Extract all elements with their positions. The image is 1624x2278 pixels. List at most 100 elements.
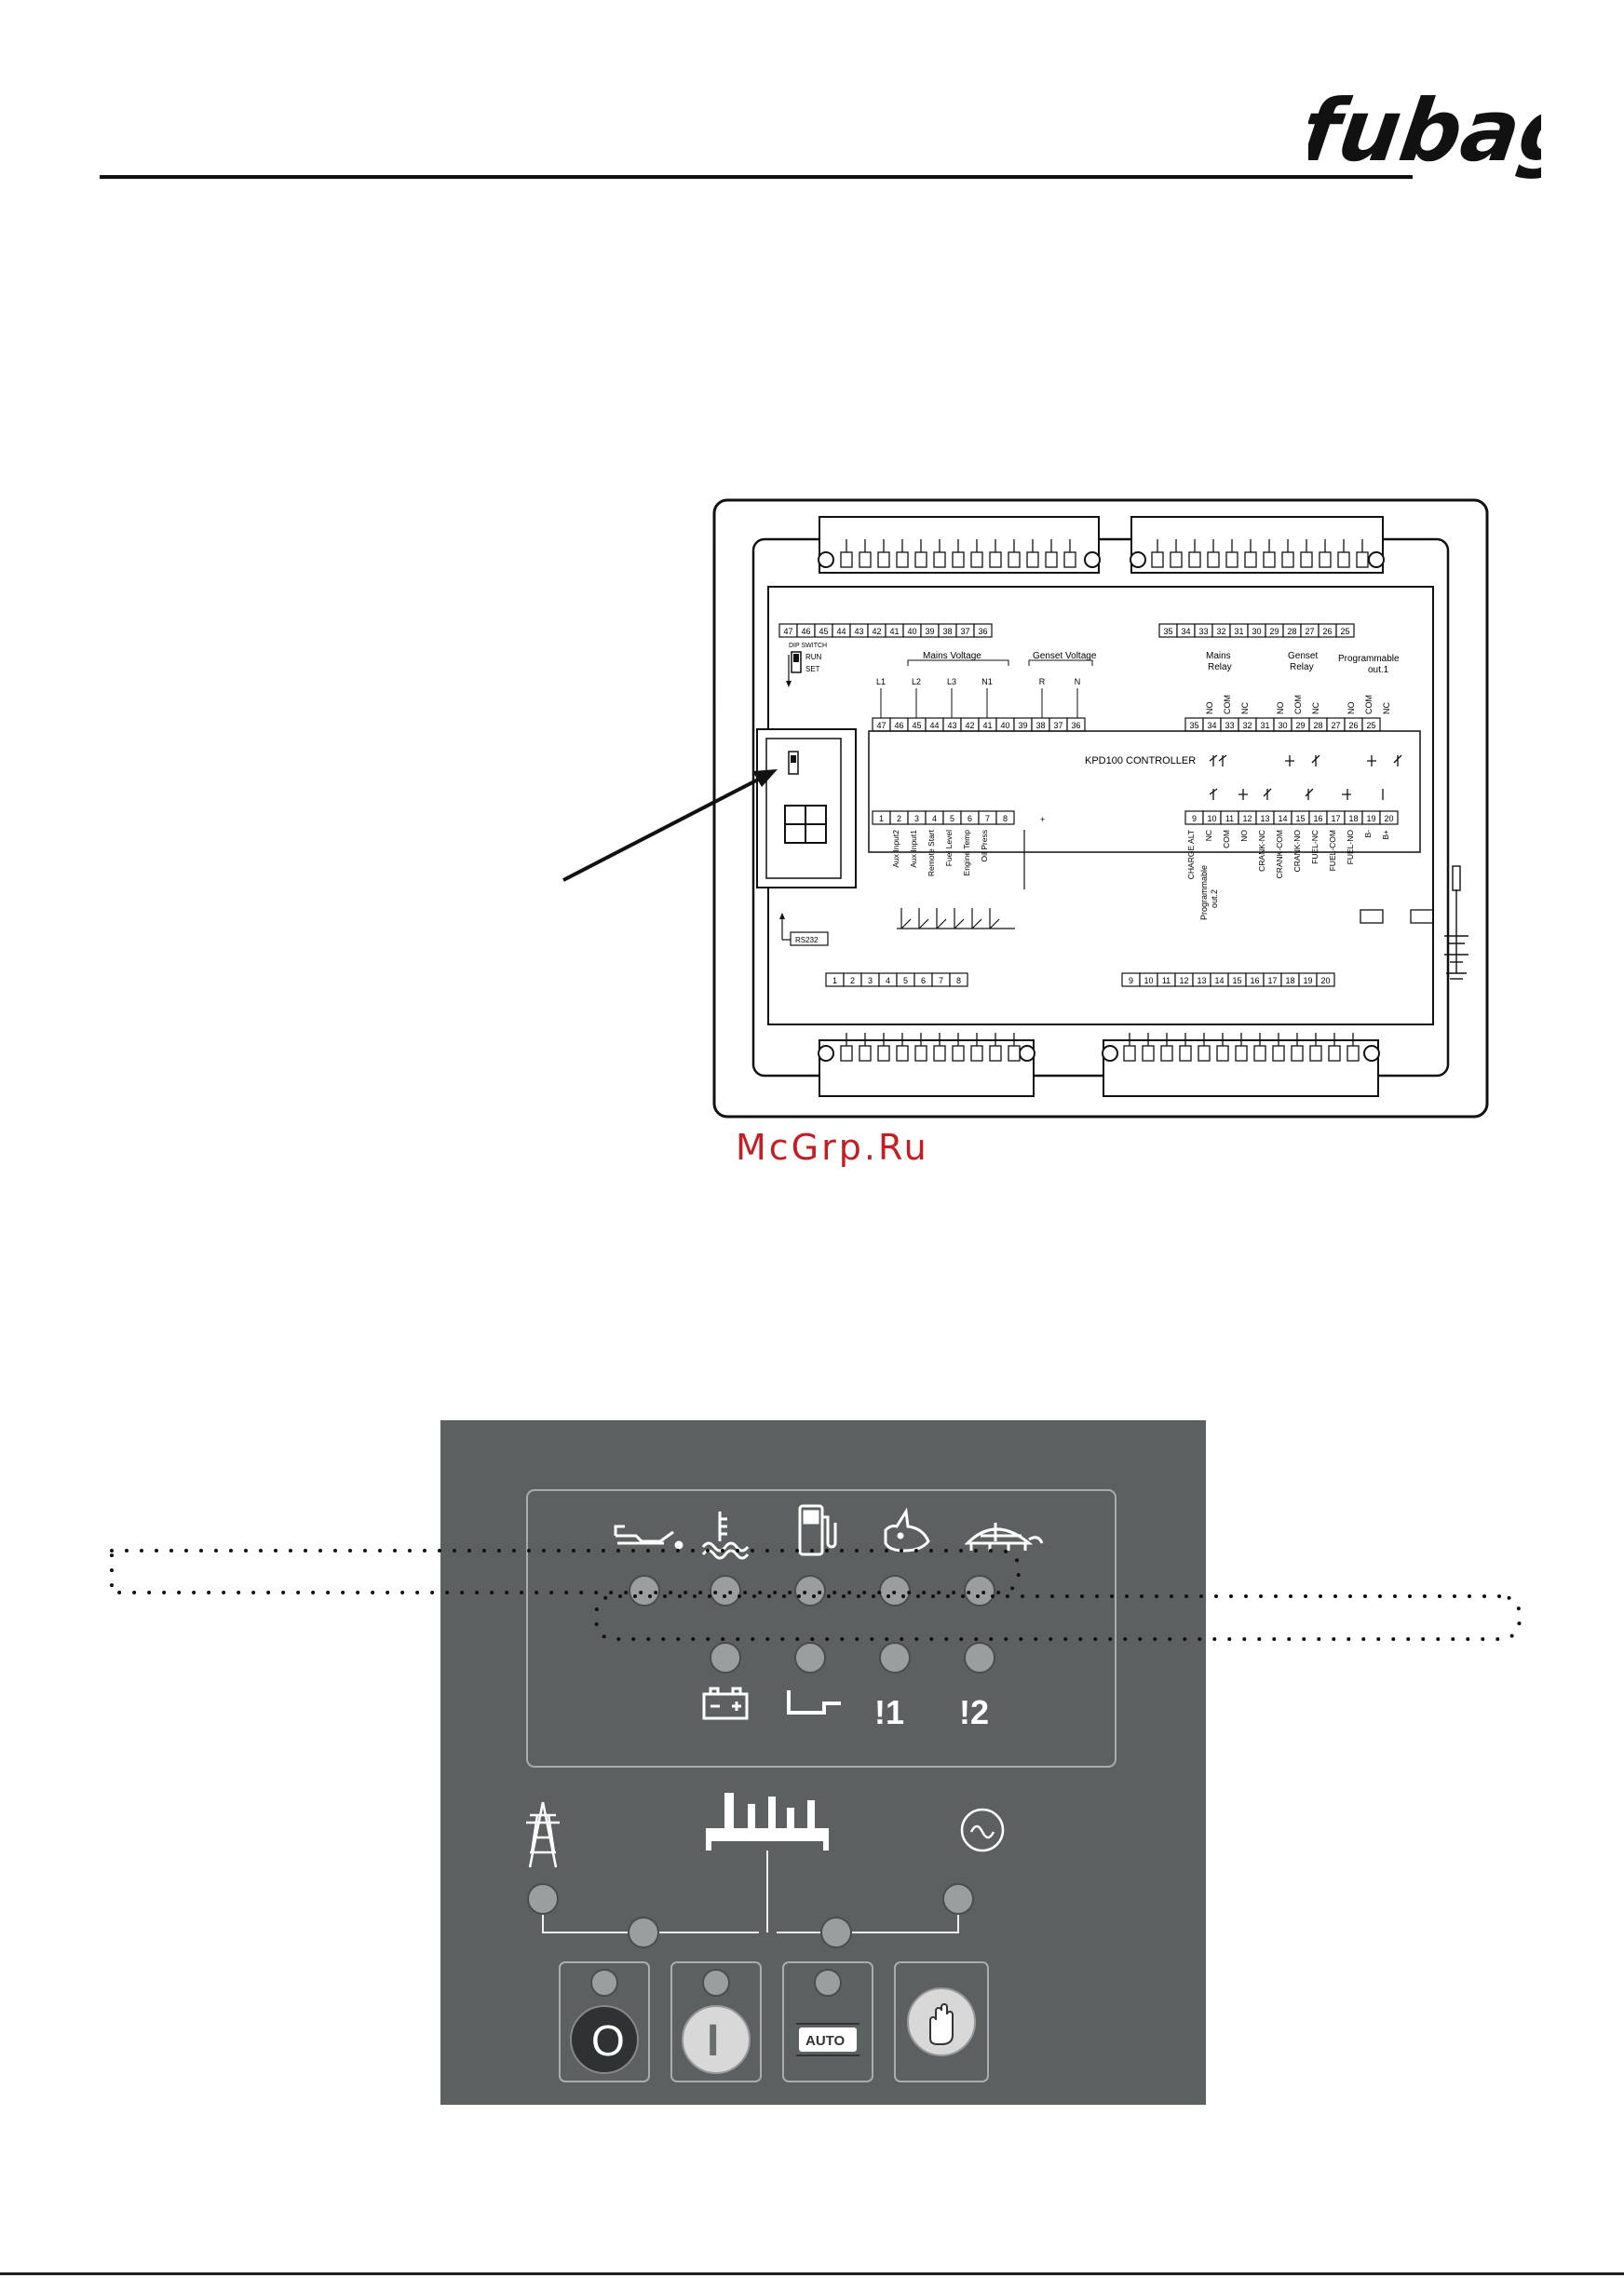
relay-symbols <box>1209 754 1434 924</box>
terminal-number: 11 <box>1225 814 1234 823</box>
led-row-2 <box>710 1642 995 1674</box>
led-oil-pressure <box>629 1575 660 1607</box>
mains-pylon-icon <box>526 1801 560 1868</box>
terminal-number: 20 <box>1384 814 1393 823</box>
terminal-number: 8 <box>1003 814 1008 823</box>
led-genset-available <box>942 1883 974 1915</box>
led-alarm-1 <box>879 1642 911 1674</box>
auto-button[interactable]: AUTO <box>782 1961 873 2082</box>
terminal-number: 43 <box>947 721 956 730</box>
relay-contact-label: COM <box>1223 695 1232 714</box>
output-label: B- <box>1363 830 1373 838</box>
terminal-number: 15 <box>1295 814 1305 823</box>
terminal-number: 12 <box>1242 814 1252 823</box>
output-label: COM <box>1222 830 1231 848</box>
mains-relay-label-2: Relay <box>1208 662 1232 672</box>
led-overspeed <box>879 1575 911 1607</box>
output-label: CRANK-NC <box>1257 830 1266 872</box>
terminal-number: 14 <box>1278 814 1287 823</box>
terminal-number: 31 <box>1260 721 1269 730</box>
mains-voltage-label: Mains Voltage <box>923 651 981 661</box>
front-panel-graphic: !1 !2 <box>526 1489 1116 2082</box>
stop-reset-button[interactable] <box>894 1961 989 2082</box>
bottom-connector-right <box>1102 1033 1380 1097</box>
terminal-number: 14 <box>1214 976 1224 985</box>
terminal-number: 36 <box>1071 721 1080 730</box>
prog-out2-label-1: Programmable <box>1199 865 1209 920</box>
rs232-port: RS232 <box>779 913 829 946</box>
alarm-2-label: !2 <box>959 1693 989 1731</box>
input-label: Oil Press <box>980 830 989 861</box>
terminal-number: 37 <box>960 627 969 636</box>
terminal-number: 38 <box>1035 721 1045 730</box>
relay-contact-label: NC <box>1311 702 1320 714</box>
terminal-number: 28 <box>1287 627 1296 636</box>
terminal-number: 44 <box>836 627 846 636</box>
terminal-number: 16 <box>1313 814 1322 823</box>
terminal-number: 34 <box>1181 627 1190 636</box>
manual-start-button[interactable]: I <box>670 1961 762 2082</box>
terminal-number: 9 <box>1192 814 1197 823</box>
manual-button-label: I <box>707 2016 719 2066</box>
dip-run-label: RUN <box>805 653 822 661</box>
off-button-label: O <box>591 2016 625 2065</box>
terminal-number: 13 <box>1260 814 1269 823</box>
terminal-number: 33 <box>1198 627 1208 636</box>
terminal-number: 32 <box>1242 721 1252 730</box>
prog-out2-label-2: out.2 <box>1210 889 1219 908</box>
terminal-number: 45 <box>912 721 921 730</box>
terminal-number: 3 <box>914 814 919 823</box>
battery-ground-symbol <box>1444 865 1468 980</box>
oil-pressure-icon <box>614 1525 683 1550</box>
generator-factory-icon <box>706 1793 829 1851</box>
genset-phase-label: N <box>1075 677 1081 686</box>
genset-voltage-label: Genset Voltage <box>1033 651 1097 661</box>
terminal-number: 9 <box>1129 976 1133 985</box>
hand-icon <box>929 2003 954 2045</box>
input-label: Aux Input2 <box>891 830 900 868</box>
terminal-number: 2 <box>850 976 855 985</box>
output-label: CRANK-NO <box>1292 830 1302 873</box>
terminal-number: 36 <box>978 627 987 636</box>
terminal-number: 28 <box>1313 721 1322 730</box>
input-label: Remote Start <box>927 829 936 876</box>
bottom-connector-left <box>818 1033 1035 1097</box>
overspeed-rabbit-icon <box>884 1507 930 1553</box>
terminal-number: 10 <box>1144 976 1153 985</box>
terminal-number: 34 <box>1207 721 1216 730</box>
dip-switch: DIP SWITCH RUN SET <box>786 643 827 687</box>
terminal-number: 3 <box>868 976 873 985</box>
off-button[interactable]: O <box>559 1961 650 2082</box>
relay-contact-label: NO <box>1347 702 1356 715</box>
dip-switch-title: DIP SWITCH <box>789 643 827 649</box>
led-genset-contactor <box>820 1917 852 1948</box>
terminal-number: 17 <box>1331 814 1340 823</box>
prog-out1-label-1: Programmable <box>1338 654 1400 664</box>
prog-out1-label-2: out.1 <box>1368 665 1389 675</box>
fuel-level-icon <box>798 1504 837 1556</box>
genset-phase-label: R <box>1039 677 1046 686</box>
terminal-number: 42 <box>872 627 881 636</box>
relay-contact-label: NO <box>1276 702 1285 715</box>
terminal-number: 37 <box>1053 721 1062 730</box>
logo-text: fubag <box>1308 80 1541 180</box>
output-label: FUEL-NO <box>1346 830 1355 865</box>
phase-label: N1 <box>981 677 993 686</box>
footer-rule <box>0 2272 1624 2275</box>
mimic-leds <box>527 1883 974 1948</box>
relay-contact-label: NC <box>1240 702 1250 714</box>
terminal-number: 46 <box>801 627 810 636</box>
relay-contact-label: NC <box>1382 702 1391 714</box>
relay-contact-label: NO <box>1205 702 1214 715</box>
output-label: B+ <box>1381 830 1390 840</box>
alarm-1-label: !1 <box>874 1693 904 1731</box>
relay-contact-label: COM <box>1293 695 1303 714</box>
terminal-number: 43 <box>854 627 863 636</box>
terminal-number: 1 <box>879 814 884 823</box>
terminal-number: 4 <box>932 814 937 823</box>
led-mains-contactor <box>628 1917 659 1948</box>
terminal-number: 25 <box>1340 627 1349 636</box>
header-rule <box>100 175 1413 179</box>
output-label: CHARGE ALT <box>1186 830 1196 879</box>
